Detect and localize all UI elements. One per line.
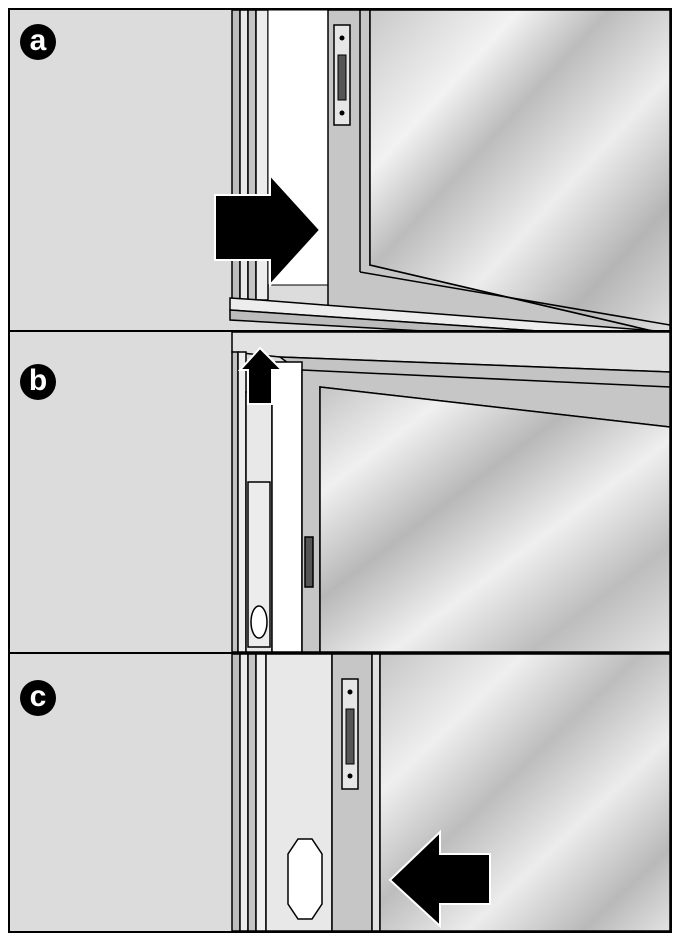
panel-a-drawing [10, 10, 670, 330]
panel-c-drawing [10, 654, 670, 931]
arrow-left-icon [388, 829, 491, 929]
panel-divider [10, 330, 670, 332]
panel-b-label: b [20, 364, 56, 400]
arrow-right-icon [214, 172, 322, 288]
panel-divider [10, 652, 670, 654]
fixed-frame [231, 10, 269, 311]
bottom-rail [229, 297, 655, 330]
window-sash [301, 369, 670, 652]
panel-b: b [10, 332, 670, 652]
installation-figure: a [8, 8, 672, 933]
panel-b-drawing [10, 332, 670, 652]
sensor-magnet [304, 536, 314, 588]
panel-a-label: a [20, 24, 56, 60]
sensor-body [247, 481, 271, 648]
sensor-body [287, 838, 323, 920]
panel-c-label: c [20, 680, 56, 716]
sensor-magnet [333, 24, 351, 126]
panel-c: c [10, 654, 670, 931]
window-sash [331, 654, 670, 931]
window-sash [327, 10, 670, 330]
sensor-magnet [341, 678, 359, 790]
panel-a: a [10, 10, 670, 330]
arrow-up-icon [237, 346, 285, 405]
